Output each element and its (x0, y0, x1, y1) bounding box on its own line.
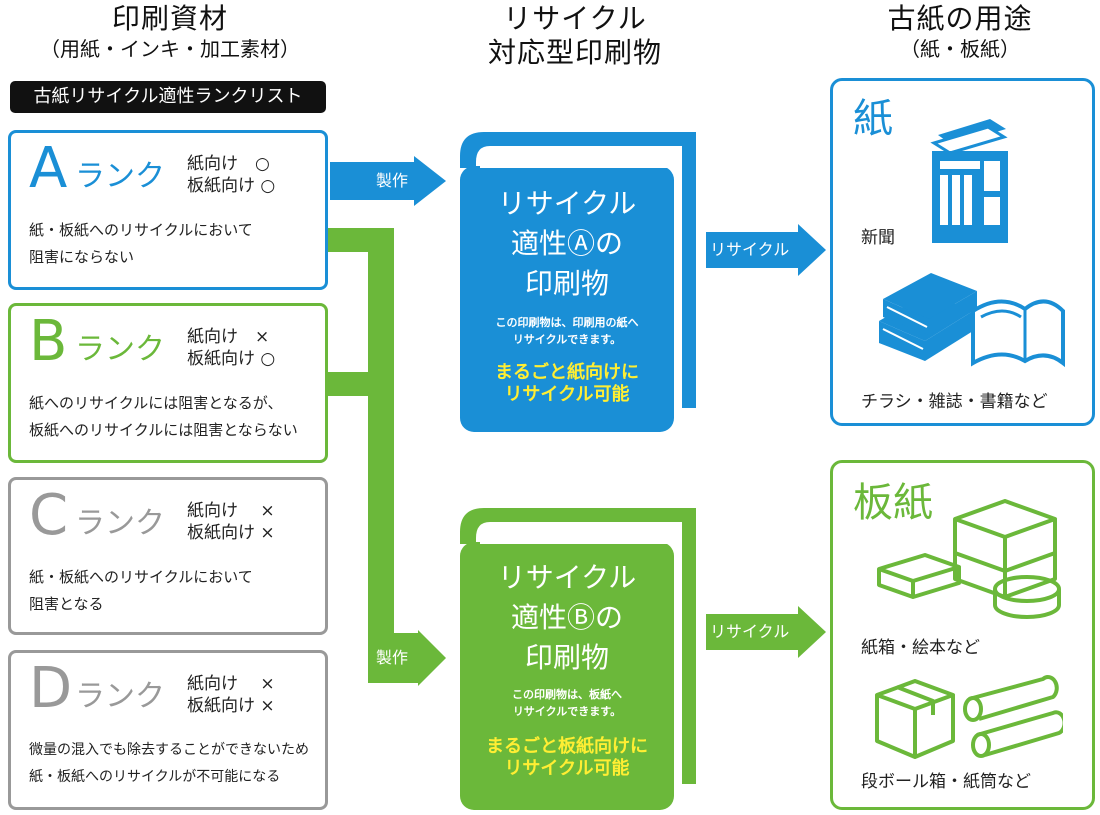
uses-board-heading: 板紙 (853, 480, 933, 526)
book-a: リサイクル 適性Ⓐの 印刷物 この印刷物は、印刷用の紙へ リサイクルできます。 … (460, 132, 700, 432)
uses-board-box: 板紙 紙箱・絵本など 段ボール箱・紙筒など (830, 460, 1095, 810)
book-highlight-line: まるごと紙向けに (495, 362, 639, 383)
green-recycle-arrow-shaft (706, 614, 800, 650)
green-recycle-arrow-head (798, 606, 826, 658)
book-b-highlight: まるごと板紙向けに リサイクル可能 (474, 736, 660, 780)
book-highlight-line: リサイクル可能 (504, 384, 630, 405)
book-note-line: リサイクルできます。 (512, 705, 622, 718)
rank-description: 紙へのリサイクルには阻害となるが、 板紙へのリサイクルには阻害とならない (29, 390, 298, 444)
rank-word: ランク (75, 506, 165, 541)
rank-description: 微量の混入でも除去することができないため 紙・板紙へのリサイクルが不可能になる (29, 737, 309, 791)
book-a-title: リサイクル 適性Ⓐの 印刷物 (474, 184, 660, 304)
rank-word: ランク (75, 332, 165, 367)
rank-marks: 紙向け × 板紙向け ○ (187, 327, 276, 369)
book-title-line: 印刷物 (524, 641, 609, 674)
rank-desc-line: 紙・板紙へのリサイクルにおいて (29, 221, 253, 239)
blue-recycle-label: リサイクル (710, 240, 790, 259)
books-magazine-icon (879, 273, 1065, 368)
rank-card-c: C ランク 紙向け × 板紙向け × 紙・板紙へのリサイクルにおいて 阻害となる (8, 477, 328, 635)
recyclable-title-line1: リサイクル (503, 2, 647, 35)
rank-desc-line: 阻害となる (29, 595, 104, 613)
materials-title: 印刷資材 (111, 2, 228, 35)
rank-card-b: B ランク 紙向け × 板紙向け ○ 紙へのリサイクルには阻害となるが、 板紙へ… (8, 303, 328, 463)
green-connector-stem (368, 228, 394, 658)
book-b-shape (460, 508, 696, 810)
paper-boxes-icon (877, 499, 1061, 619)
rank-letter: D (29, 656, 73, 721)
green-make-arrow-head (418, 630, 446, 686)
rank-description: 紙・板紙へのリサイクルにおいて 阻害となる (29, 564, 253, 618)
uses-paper-item1: 新聞 (861, 228, 895, 248)
rank-letter: C (29, 483, 69, 548)
book-note-line: この印刷物は、印刷用の紙へ (495, 316, 639, 329)
book-title-line: 適性Ⓐの (510, 227, 623, 260)
rank-letter: A (29, 136, 68, 201)
book-highlight-line: リサイクル可能 (504, 758, 630, 779)
book-a-shape (460, 132, 696, 432)
book-b-title: リサイクル 適性Ⓑの 印刷物 (474, 558, 660, 678)
book-title-line: リサイクル (497, 561, 637, 594)
rank-desc-line: 紙・板紙へのリサイクルにおいて (29, 568, 253, 586)
uses-paper-box: 紙 新聞 チラシ・雑誌・書籍など (830, 78, 1095, 426)
book-highlight-line: まるごと板紙向けに (486, 736, 648, 757)
rank-marks: 紙向け × 板紙向け × (187, 674, 275, 716)
materials-subtitle: （用紙・インキ・加工素材） (40, 37, 300, 61)
book-a-note: この印刷物は、印刷用の紙へ リサイクルできます。 (474, 314, 660, 348)
recyclable-header: リサイクル 対応型印刷物 (455, 2, 695, 70)
rank-description: 紙・板紙へのリサイクルにおいて 阻害にならない (29, 217, 253, 271)
rank-desc-line: 板紙へのリサイクルには阻害とならない (29, 421, 298, 439)
green-connector-a (326, 228, 376, 252)
rank-desc-line: 紙・板紙へのリサイクルが不可能になる (29, 769, 281, 785)
rank-desc-line: 阻害にならない (29, 248, 135, 266)
green-make-arrow-shaft (368, 633, 420, 683)
book-note-line: リサイクルできます。 (512, 333, 622, 346)
uses-paper-item2: チラシ・雑誌・書籍など (861, 392, 1048, 412)
uses-board-item1: 紙箱・絵本など (861, 638, 980, 658)
rank-desc-line: 紙へのリサイクルには阻害となるが、 (29, 394, 283, 412)
blue-make-arrow-shaft (330, 162, 416, 200)
materials-header: 印刷資材 （用紙・インキ・加工素材） (20, 2, 320, 62)
rank-card-a: A ランク 紙向け ○ 板紙向け ○ 紙・板紙へのリサイクルにおいて 阻害になら… (8, 130, 328, 290)
green-recycle-label: リサイクル (710, 622, 790, 641)
uses-board-item2: 段ボール箱・紙筒など (861, 772, 1031, 792)
book-b: リサイクル 適性Ⓑの 印刷物 この印刷物は、板紙へ リサイクルできます。 まるご… (460, 508, 700, 810)
cardboard-box-tubes-icon (875, 675, 1063, 759)
newspaper-icon (930, 119, 1008, 243)
uses-subtitle: （紙・板紙） (900, 37, 1020, 61)
blue-recycle-arrow-head (798, 224, 826, 276)
rank-card-d: D ランク 紙向け × 板紙向け × 微量の混入でも除去することができないため … (8, 650, 328, 810)
book-title-line: リサイクル (497, 187, 637, 220)
blue-recycle-arrow-shaft (706, 232, 800, 268)
rank-list-title: 古紙リサイクル適性ランクリスト (10, 81, 326, 113)
rank-marks: 紙向け ○ 板紙向け ○ (187, 154, 276, 196)
rank-letter: B (29, 309, 68, 374)
book-title-line: 適性Ⓑの (510, 601, 623, 634)
book-a-highlight: まるごと紙向けに リサイクル可能 (474, 362, 660, 406)
rank-marks: 紙向け × 板紙向け × (187, 501, 275, 543)
rank-desc-line: 微量の混入でも除去することができないため (29, 742, 309, 758)
green-make-label: 製作 (376, 648, 409, 667)
book-title-line: 印刷物 (524, 267, 609, 300)
blue-make-label: 製作 (376, 171, 409, 190)
blue-make-arrow-head (414, 156, 446, 206)
green-connector-b (326, 372, 376, 396)
book-note-line: この印刷物は、板紙へ (512, 688, 622, 701)
uses-header: 古紙の用途 （紙・板紙） (830, 2, 1090, 62)
recyclable-title-line2: 対応型印刷物 (487, 36, 662, 69)
book-b-note: この印刷物は、板紙へ リサイクルできます。 (474, 686, 660, 720)
rank-word: ランク (75, 159, 165, 194)
uses-title: 古紙の用途 (887, 2, 1033, 35)
rank-word: ランク (75, 679, 165, 714)
uses-paper-heading: 紙 (853, 96, 893, 142)
